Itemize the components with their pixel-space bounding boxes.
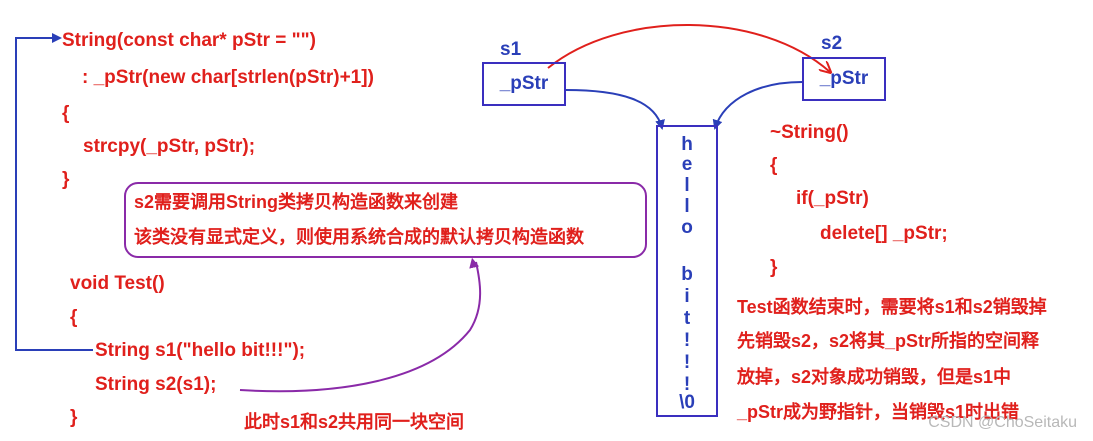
mem-char: ! xyxy=(683,330,691,351)
mem-char: o xyxy=(681,217,693,238)
dtor-signature: ~String() xyxy=(770,122,849,143)
call-flow-line xyxy=(15,33,93,351)
ctor-signature: String(const char* pStr = "") xyxy=(62,30,316,51)
ctor-body-strcpy: strcpy(_pStr, pStr); xyxy=(83,136,256,157)
mem-char: h xyxy=(681,134,693,155)
ctor-open-brace: { xyxy=(62,103,70,124)
ctor-close-brace: } xyxy=(62,169,70,190)
explanation-line-2: 先销毁s2，s2将其_pStr所指的空间释 xyxy=(737,331,1040,351)
s1-pStr-member: _pStr xyxy=(499,73,549,94)
mem-char: \0 xyxy=(679,392,695,413)
mem-char: l xyxy=(684,175,690,196)
s1-object-box: _pStr xyxy=(482,62,566,106)
copy-arrow xyxy=(547,24,830,72)
ctor-init-list: : _pStr(new char[strlen(pStr)+1]) xyxy=(82,67,374,88)
watermark: CSDN @ChoSeitaku xyxy=(928,414,1077,431)
s1-label: s1 xyxy=(500,39,522,60)
mem-char: i xyxy=(684,286,690,307)
s2-object-box: _pStr xyxy=(802,57,886,101)
explanation-line-3: 放掉，s2对象成功销毁，但是s1中 xyxy=(737,367,1012,387)
dtor-open-brace: { xyxy=(770,155,778,176)
note-line-1: s2需要调用String类拷贝构造函数来创建 xyxy=(134,192,459,212)
mem-char: b xyxy=(681,264,693,285)
note-callout xyxy=(124,182,647,258)
dtor-delete: delete[] _pStr; xyxy=(820,223,948,244)
explanation-line-4: _pStr成为野指针，当销毁s1时出错 xyxy=(737,402,1020,422)
dtor-if: if(_pStr) xyxy=(796,188,869,209)
heap-memory-block: h e l l o b i t ! ! ! \0 xyxy=(656,125,718,417)
mem-char: l xyxy=(684,196,690,217)
mem-char: e xyxy=(681,154,693,175)
mem-char: ! xyxy=(683,374,691,395)
mem-char: ! xyxy=(683,352,691,373)
mem-char: t xyxy=(683,308,691,329)
test-signature: void Test() xyxy=(70,273,165,294)
test-open-brace: { xyxy=(70,307,78,328)
shared-space-caption: 此时s1和s2共用同一块空间 xyxy=(244,412,465,432)
test-close-brace: } xyxy=(70,407,78,428)
explanation-line-1: Test函数结束时，需要将s1和s2销毁掉 xyxy=(737,297,1047,317)
s2-label: s2 xyxy=(821,33,843,54)
s2-pStr-member: _pStr xyxy=(819,68,869,89)
test-s2-copy: String s2(s1); xyxy=(95,374,217,395)
s1-pointer-arrow xyxy=(565,89,665,130)
dtor-close-brace: } xyxy=(770,257,778,278)
test-s1-construct: String s1("hello bit!!!"); xyxy=(95,340,306,361)
note-link-arrow xyxy=(239,257,482,393)
note-line-2: 该类没有显式定义，则使用系统合成的默认拷贝构造函数 xyxy=(134,227,584,247)
s2-pointer-arrow xyxy=(712,81,803,130)
